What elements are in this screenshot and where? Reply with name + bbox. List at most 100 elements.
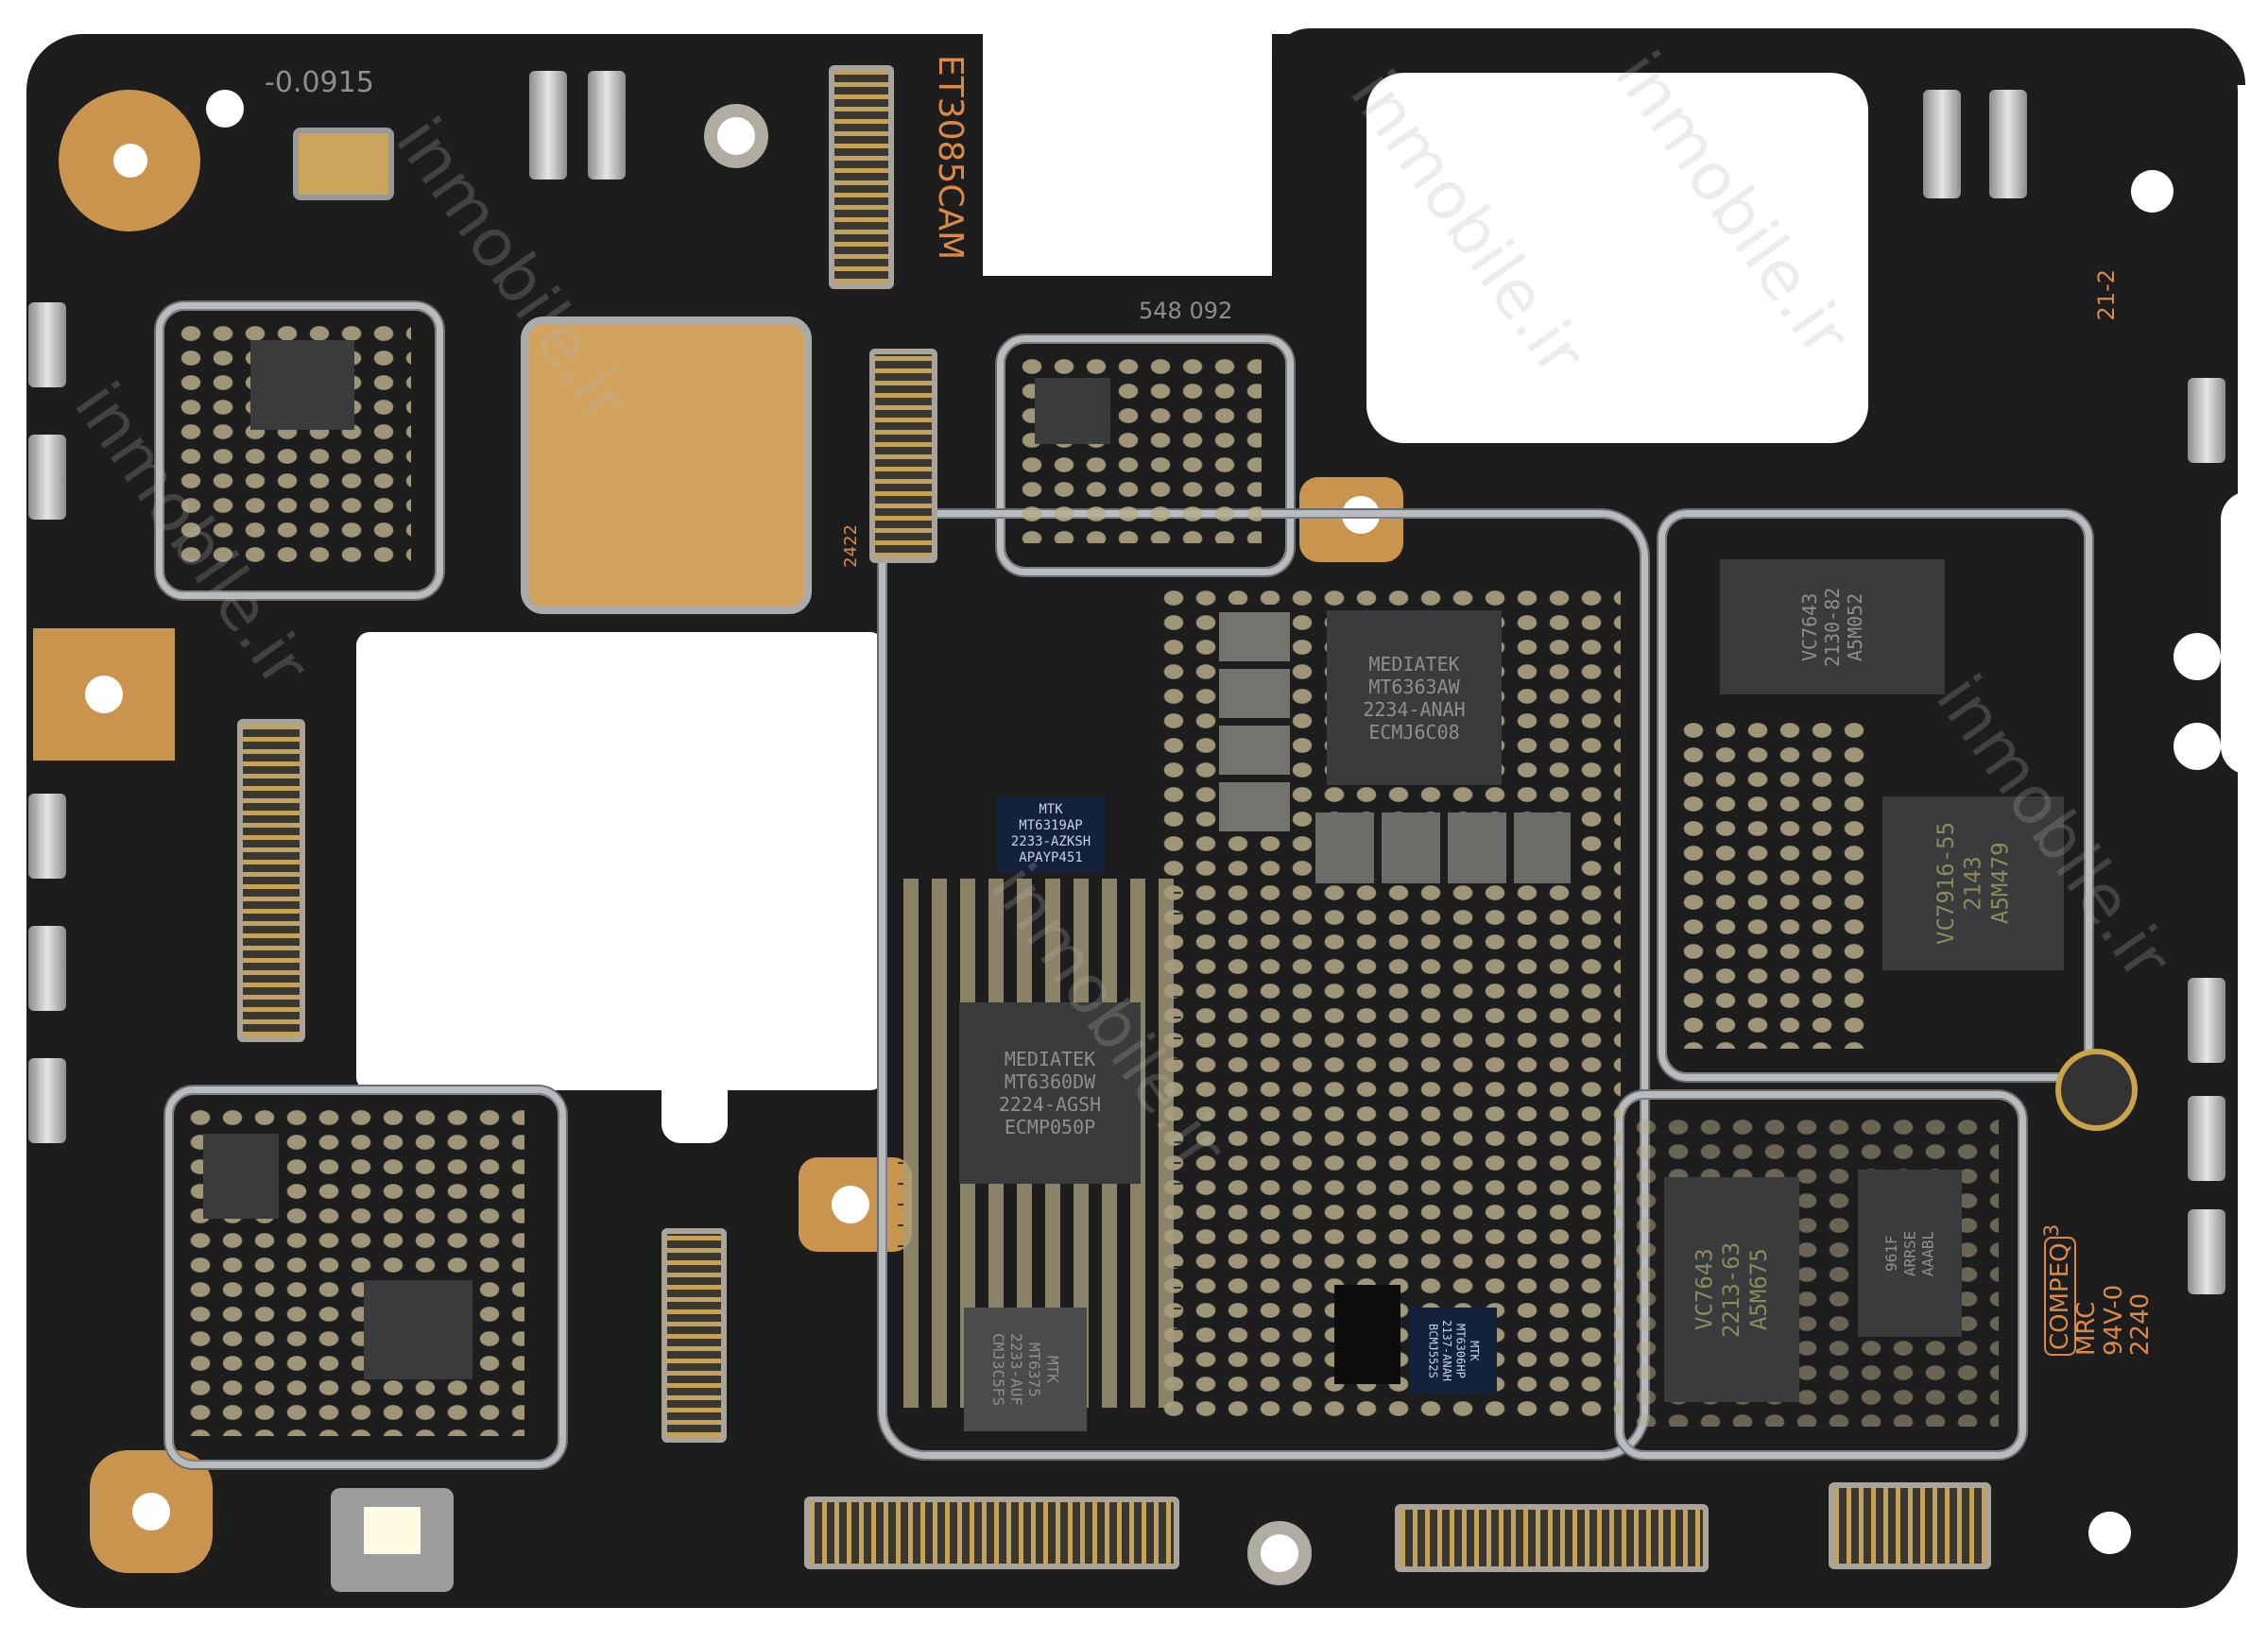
battery-connector[interactable] <box>1829 1482 1991 1569</box>
mount-hole <box>832 1186 869 1223</box>
silk-maker-suffix: 3 <box>2040 1223 2064 1238</box>
flash-led-lens <box>364 1507 421 1554</box>
chip-rf-switch: 961F ARRSE AAABL <box>1858 1170 1962 1337</box>
chip-label: 961F <box>1882 1235 1901 1272</box>
cpu-shield-plate <box>521 316 812 614</box>
chip-vc7643-bottom: VC7643 2213-63 A5M675 <box>1664 1177 1799 1402</box>
spring-contact <box>1923 90 1961 198</box>
chip-label: MTK <box>1467 1341 1481 1361</box>
side-contact <box>28 794 66 879</box>
chip-label: 2213-63 <box>1718 1241 1745 1338</box>
display-connector[interactable] <box>237 719 305 1042</box>
spring-contact <box>1989 90 2027 198</box>
chip-label: A5M675 <box>1744 1248 1772 1331</box>
shield-frame-pmic <box>879 510 1648 1459</box>
silk-maker: COMPEQ3 <box>2040 1223 2076 1356</box>
camera-connector-2[interactable] <box>869 349 937 563</box>
chip-label: 2143 <box>1959 856 1986 911</box>
mount-hole <box>2088 1512 2131 1554</box>
battery-cutout <box>356 632 884 1090</box>
silk-mid-code: 548 092 <box>1139 298 1233 324</box>
chip-label: 2137-ANAH <box>1440 1320 1453 1382</box>
shield-frame-audio <box>156 302 443 599</box>
microphone <box>293 128 394 200</box>
silk-top-code: -0.0915 <box>265 66 374 99</box>
black-ic <box>1334 1285 1400 1384</box>
chip-label: CMJ3C5FS <box>988 1332 1007 1407</box>
cutout-notch <box>662 1086 728 1143</box>
camera-ldo-chip <box>1035 378 1110 444</box>
chip-label: VC7643 <box>1691 1248 1718 1331</box>
silk-cert-mrc: MRC <box>2072 1301 2102 1356</box>
chip-label: MT6306HP <box>1453 1324 1468 1378</box>
chip-label: ECMJ6C08 <box>1368 720 1460 744</box>
chip-label: APAYP451 <box>1019 849 1083 865</box>
mount-hole <box>2174 723 2221 770</box>
main-flex-connector[interactable] <box>1395 1504 1709 1572</box>
chip-label: BCMJ552S <box>1426 1324 1440 1378</box>
wifi-chip <box>364 1280 472 1379</box>
mount-hole <box>85 676 123 713</box>
chip-label: ARRSE <box>1900 1230 1919 1276</box>
side-contact <box>28 926 66 1011</box>
side-contact <box>2188 1096 2225 1181</box>
camera-connector[interactable] <box>829 65 894 289</box>
chip-vc7643-top: VC7643 2130-82 A5M052 <box>1720 559 1945 694</box>
silk-right-code: 21-2 <box>2093 269 2120 321</box>
edge-notch-right <box>2221 491 2268 775</box>
sub-board-connector[interactable] <box>662 1228 727 1443</box>
audio-codec-chip <box>250 340 354 430</box>
shield-frame-camera <box>997 335 1294 575</box>
chip-label: 2233-AZKSH <box>1010 834 1091 849</box>
side-contact <box>28 435 66 520</box>
side-contact <box>2188 978 2225 1063</box>
silk-connector-code: 2422 <box>841 524 861 568</box>
screw-ring-bottom <box>1247 1521 1312 1585</box>
spring-contact <box>529 71 567 180</box>
chip-label: 2224-AGSH <box>998 1093 1102 1116</box>
chip-label: MEDIATEK <box>1368 652 1460 676</box>
chip-mtk-bottom: MTK MT6375 2233-AUF CMJ3C5FS <box>964 1308 1087 1431</box>
antenna-coax-connector[interactable] <box>2055 1049 2138 1131</box>
side-contact <box>2188 378 2225 463</box>
silk-cert-94v0: 94V-0 <box>2099 1284 2128 1356</box>
mount-hole <box>113 144 147 178</box>
mount-hole <box>206 90 244 128</box>
silk-maker-logo: COMPEQ <box>2043 1237 2076 1356</box>
chip-mt6306hp: MTK MT6306HP 2137-ANAH BCMJ552S <box>1410 1308 1497 1394</box>
chip-label: VC7643 <box>1798 592 1821 661</box>
spring-contact <box>588 71 626 180</box>
wifi-fem-chip <box>203 1134 279 1219</box>
screw-ring-top <box>704 104 768 168</box>
passive-components <box>1677 718 1866 1049</box>
chip-mt6319ap: MTK MT6319AP 2233-AZKSH APAYP451 <box>997 796 1105 872</box>
chip-label: MEDIATEK <box>1004 1048 1096 1070</box>
chip-label: MTK <box>1039 802 1063 818</box>
mount-hole <box>132 1493 170 1531</box>
side-contact <box>2188 1209 2225 1294</box>
chip-label: 2234-ANAH <box>1363 697 1466 721</box>
side-contact <box>28 1058 66 1143</box>
chip-label: 2130-82 <box>1821 587 1844 667</box>
lcd-fpc-connector[interactable] <box>804 1497 1179 1569</box>
chip-label: MT6375 <box>1025 1342 1044 1397</box>
chip-mt6360dw: MEDIATEK MT6360DW 2224-AGSH ECMP050P <box>959 1002 1141 1184</box>
inductor-column <box>1219 605 1290 831</box>
camera-cutout <box>1366 73 1868 443</box>
chip-mt6363aw: MEDIATEK MT6363AW 2234-ANAH ECMJ6C08 <box>1327 610 1502 785</box>
chip-label: 2233-AUF <box>1007 1332 1025 1407</box>
chip-label: MT6363AW <box>1368 675 1460 698</box>
side-contact <box>28 302 66 387</box>
silk-cert-block: COMPEQ3 MRC 94V-0 2240 <box>2040 1223 2156 1356</box>
chip-label: MT6319AP <box>1019 818 1083 834</box>
shield-frame-wifi <box>165 1086 566 1468</box>
chip-label: A5M479 <box>1986 842 2014 925</box>
chip-label: MTK <box>1043 1356 1062 1383</box>
chip-label: MT6360DW <box>1004 1070 1096 1093</box>
silk-date-code: 2240 <box>2126 1292 2156 1356</box>
inductor-row <box>1315 812 1571 883</box>
chip-label: ECMP050P <box>1004 1116 1096 1138</box>
chip-label: AAABL <box>1918 1230 1937 1276</box>
board-edge-notch <box>983 0 1272 276</box>
shield-frame-rf-top <box>1658 510 2092 1081</box>
